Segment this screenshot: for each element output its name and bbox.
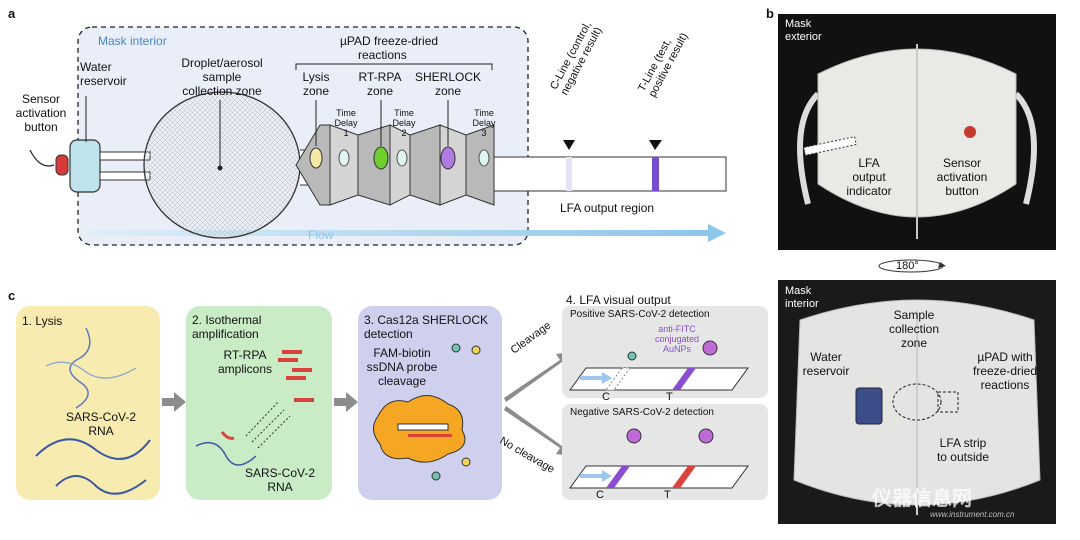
- negative-c-label: C: [596, 489, 604, 501]
- sherlock-zone-label: SHERLOCK zone: [414, 70, 482, 98]
- panel-b-letter: b: [766, 6, 774, 21]
- step1-title: 1. Lysis: [22, 314, 63, 328]
- positive-strip: [569, 340, 749, 391]
- collection-zone-label: Droplet/aerosol sample collection zone: [181, 56, 263, 98]
- sensor-activation-label: Sensor activation button: [15, 92, 67, 134]
- step-arrows: [162, 352, 570, 456]
- upad-title-2: reactions: [358, 48, 407, 62]
- step3-cas12a-drawing: [373, 343, 481, 481]
- panel-a-letter: a: [8, 6, 16, 21]
- negative-strip: [569, 428, 749, 489]
- flow-label: Flow: [308, 228, 334, 242]
- watermark: 仪器信息网: [872, 486, 972, 510]
- positive-t-label: T: [666, 391, 673, 403]
- watermark-url: www.instrument.com.cn: [930, 510, 1015, 519]
- flow-arrow-head: [708, 224, 726, 242]
- mask-interior-photo: [778, 280, 1056, 524]
- water-reservoir-shape: [69, 139, 101, 193]
- step2-amplicons-drawing: [195, 350, 314, 466]
- negative-title: Negative SARS-CoV-2 detection: [570, 407, 714, 418]
- lysis-zone-label: Lysis zone: [302, 70, 330, 98]
- mask-exterior-photo: [778, 14, 1056, 250]
- flow-arrow-shaft: [88, 230, 708, 236]
- sherlock-zone-dot: [440, 146, 456, 170]
- upad-title-1: µPAD freeze-dried: [340, 34, 439, 48]
- rotation-icon: [878, 259, 946, 273]
- step1-rna-drawing: [35, 327, 151, 495]
- panel-c-letter: c: [8, 288, 16, 303]
- negative-t-label: T: [664, 489, 671, 501]
- step2-box: [186, 306, 332, 500]
- step4-title: 4. LFA visual output: [566, 293, 671, 307]
- step1-box: [16, 306, 160, 500]
- lysis-zone-dot: [309, 147, 323, 169]
- mask-interior-label: Mask interior: [98, 34, 167, 48]
- rotation-label: 180°: [896, 260, 919, 272]
- positive-c-label: C: [602, 391, 610, 403]
- panel-a-diagram: [29, 26, 727, 246]
- positive-title: Positive SARS-CoV-2 detection: [570, 309, 710, 320]
- lfa-output-region-label: LFA output region: [560, 201, 655, 215]
- rtrpa-zone-dot: [373, 146, 389, 170]
- rtrpa-zone-label: RT-RPA zone: [358, 70, 402, 98]
- exterior-sensor-button: [964, 126, 976, 138]
- water-reservoir-label: Water reservoir: [80, 60, 127, 88]
- sensor-button-shape: [55, 154, 69, 176]
